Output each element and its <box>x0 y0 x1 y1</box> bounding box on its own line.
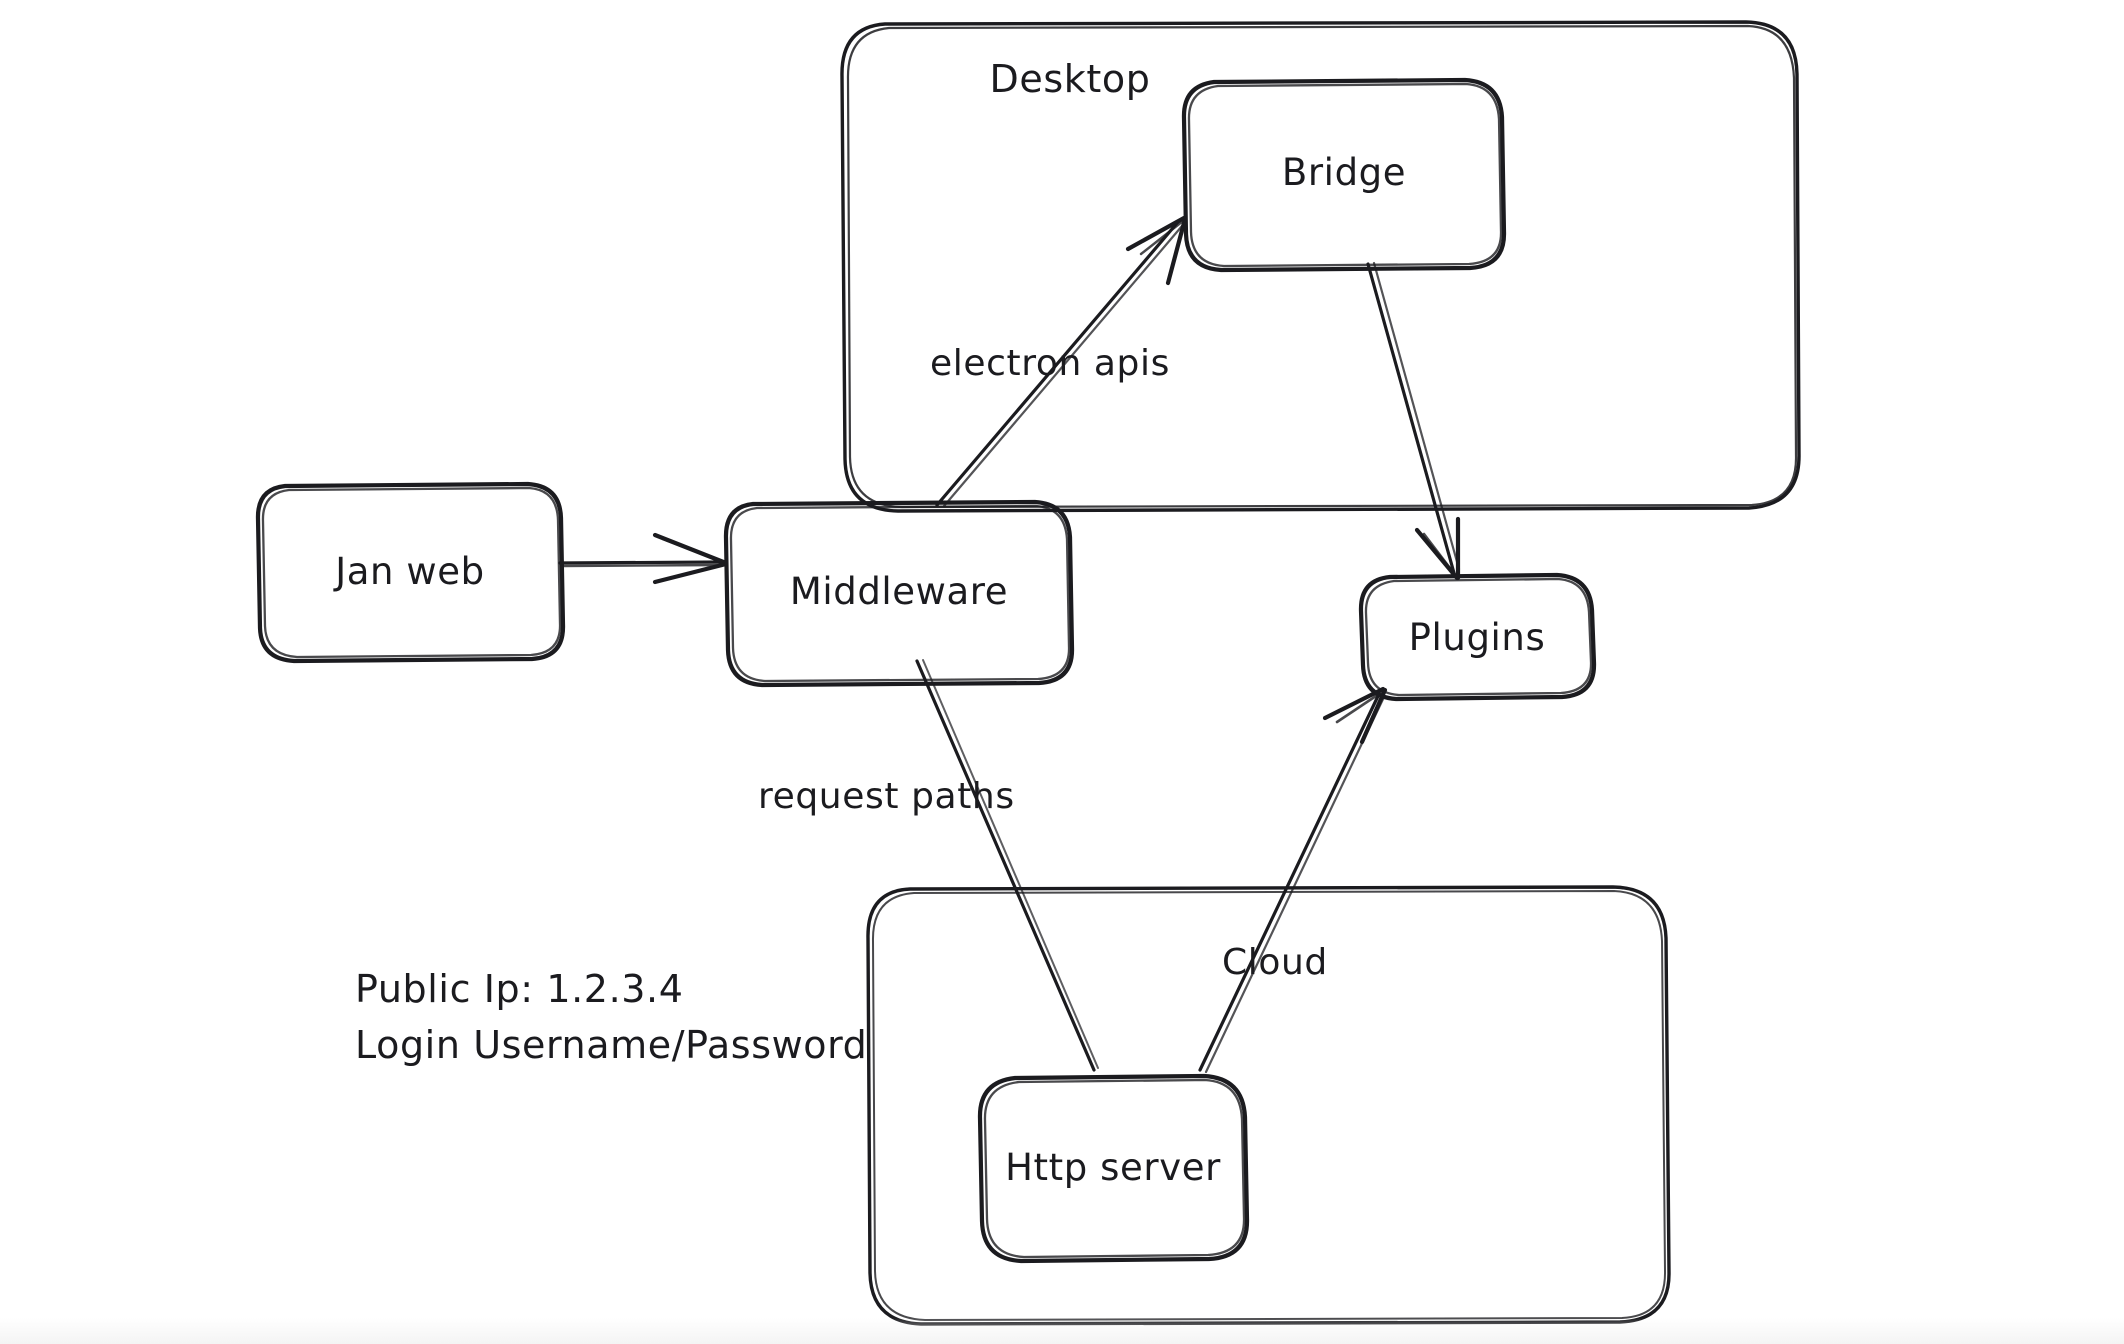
node-bridge[interactable]: Bridge <box>1181 77 1507 273</box>
notes-block: Public Ip: 1.2.3.4 Login Username/Passwo… <box>355 967 867 1067</box>
node-label-plugins: Plugins <box>1409 616 1546 659</box>
node-middleware[interactable]: Middleware <box>723 499 1075 688</box>
node-http-server[interactable]: Http server <box>977 1073 1250 1264</box>
edge-label-request-paths: request paths <box>758 776 1015 817</box>
node-jan-web[interactable]: Jan web <box>255 481 566 664</box>
edge-httpserver-plugins[interactable]: Cloud <box>1198 686 1388 1074</box>
container-desktop[interactable]: Desktop <box>840 20 1801 513</box>
edge-middleware-httpserver[interactable]: request paths <box>758 659 1099 1072</box>
note-login: Login Username/Password <box>355 1023 867 1067</box>
note-public-ip: Public Ip: 1.2.3.4 <box>355 967 684 1011</box>
edge-janweb-middleware[interactable] <box>558 532 729 585</box>
edge-bridge-plugins[interactable] <box>1366 261 1461 581</box>
node-label-jan-web: Jan web <box>333 550 485 593</box>
node-label-bridge: Bridge <box>1282 151 1406 194</box>
edge-label-cloud: Cloud <box>1222 942 1328 983</box>
node-plugins[interactable]: Plugins <box>1358 572 1597 702</box>
edge-middleware-bridge[interactable]: electron apis <box>930 215 1188 508</box>
edge-label-electron-apis: electron apis <box>930 343 1170 384</box>
node-label-http-server: Http server <box>1005 1146 1221 1189</box>
container-desktop-label: Desktop <box>990 57 1151 101</box>
node-label-middleware: Middleware <box>790 570 1008 613</box>
